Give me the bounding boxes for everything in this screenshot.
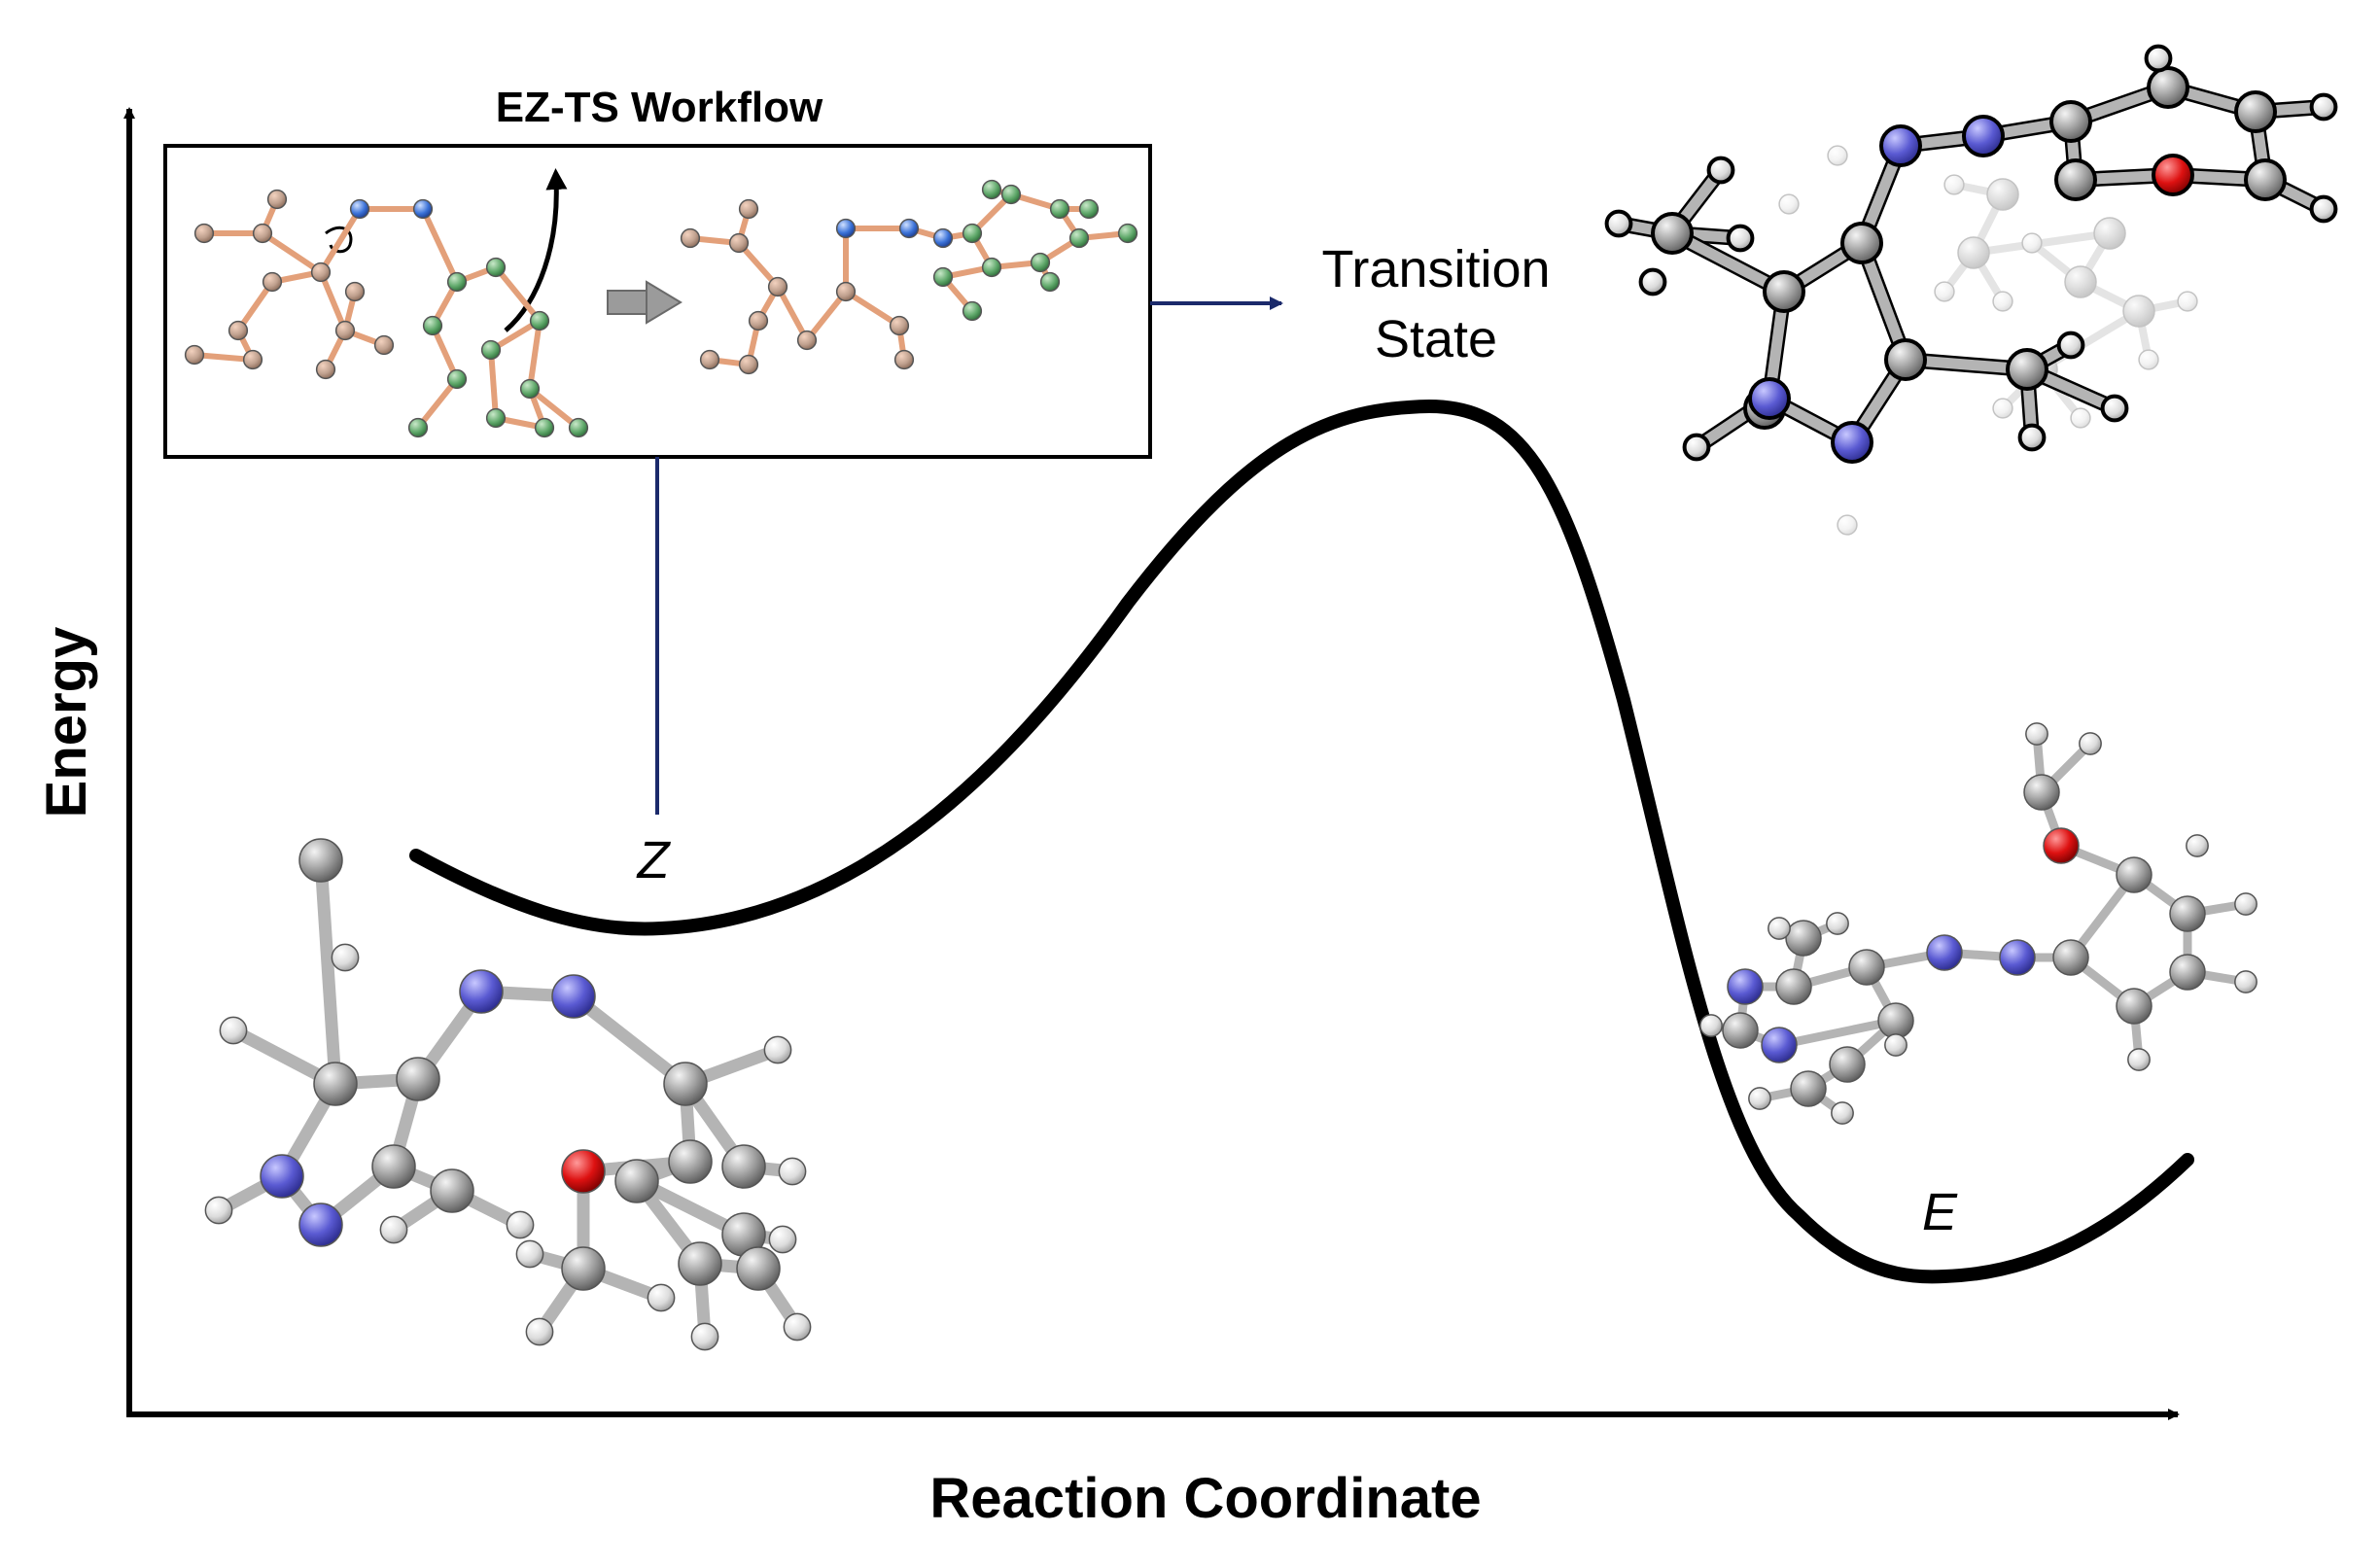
workflow-start-molecule [184,189,589,438]
transition-state-label-line1: Transition [1321,240,1550,298]
gray-right-arrow-icon [607,280,682,325]
transition-state-ghost [1778,145,2198,536]
transition-state-molecule [1604,44,2338,464]
energy-curve [409,399,2194,1284]
x-axis-title: Reaction Coordinate [929,1467,1481,1530]
workflow-result-molecule [680,179,1138,375]
z-state-label: Z [636,831,672,889]
workflow-title: EZ-TS Workflow [496,84,823,131]
z-isomer-molecule [204,838,812,1351]
transition-state-label-line2: State [1375,310,1497,368]
curved-arrow-icon [504,168,568,332]
e-state-label: E [1922,1183,1958,1241]
y-axis-title: Energy [35,627,98,819]
e-isomer-molecule [1699,722,2258,1125]
